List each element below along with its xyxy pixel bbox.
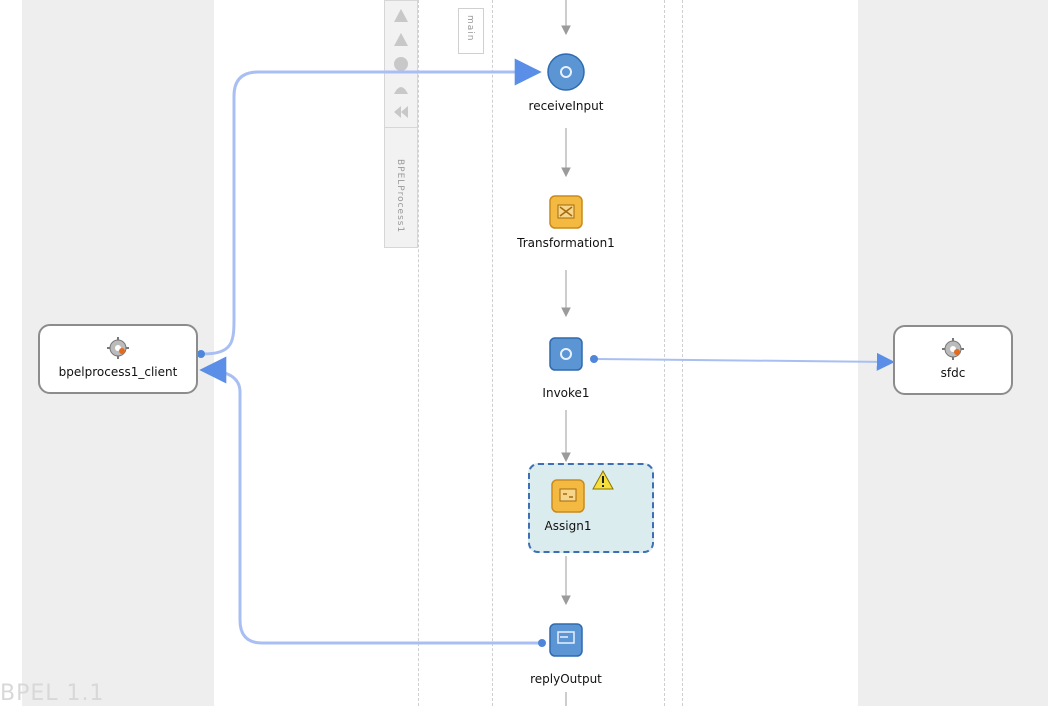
activity-label: Assign1 — [544, 519, 592, 533]
assign-activity[interactable]: Assign1 — [528, 478, 608, 533]
process-name-tab[interactable]: BPELProcess1 — [395, 159, 405, 234]
transform-icon — [549, 195, 583, 229]
warning-icon[interactable] — [592, 470, 614, 490]
activity-label: Invoke1 — [542, 386, 590, 400]
invoke-to-sfdc-connector[interactable] — [593, 352, 895, 371]
sfdc-partner-label: sfdc — [940, 366, 966, 380]
reply-to-client-connector[interactable] — [199, 356, 542, 645]
sfdc-partner-link[interactable]: sfdc — [893, 325, 1013, 395]
main-tab[interactable]: main — [458, 8, 484, 54]
invoke-icon — [549, 337, 583, 371]
collapse-up-icon[interactable] — [392, 31, 410, 49]
process-toolstrip: BPELProcess1 — [384, 0, 418, 248]
assign-selection-frame — [528, 463, 654, 553]
activity-label: Transformation1 — [517, 236, 615, 250]
invoke-activity[interactable]: Invoke1 — [496, 336, 636, 400]
rewind-icon[interactable] — [392, 103, 410, 121]
main-tab-label: main — [465, 15, 475, 42]
hide-icon[interactable] — [392, 79, 410, 97]
scope-guide-line — [492, 0, 493, 706]
expand-up-icon[interactable] — [392, 7, 410, 25]
reply-icon — [549, 623, 583, 657]
bpel-version-watermark: BPEL 1.1 — [0, 681, 105, 706]
zoom-icon[interactable] — [392, 55, 410, 73]
activity-label: receiveInput — [528, 99, 604, 113]
receive-activity[interactable]: receiveInput — [496, 50, 636, 113]
client-partner-link[interactable]: bpelprocess1_client — [38, 324, 198, 394]
client-to-receive-connector[interactable] — [201, 58, 542, 356]
receive-icon — [547, 53, 585, 91]
client-partner-label: bpelprocess1_client — [58, 365, 178, 379]
scope-guide-line — [664, 0, 665, 706]
gear-icon — [942, 338, 964, 360]
gear-icon — [107, 337, 129, 359]
transformation-activity[interactable]: Transformation1 — [496, 194, 636, 250]
scope-guide-line — [682, 0, 683, 706]
reply-activity[interactable]: replyOutput — [496, 622, 636, 686]
scope-guide-line — [418, 0, 419, 706]
assign-icon — [551, 479, 585, 513]
activity-label: replyOutput — [530, 672, 602, 686]
